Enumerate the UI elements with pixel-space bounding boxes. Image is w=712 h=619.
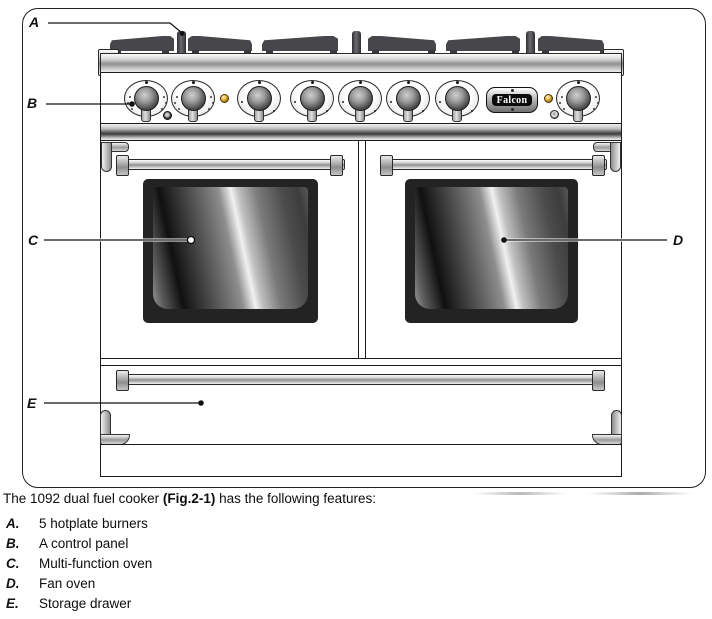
amber-indicator-light — [220, 94, 229, 103]
pan-support-wing — [110, 36, 174, 51]
knob-grip — [180, 86, 206, 111]
timer-indicator-light — [550, 110, 559, 119]
feature-item-c: C. Multi-function oven — [3, 553, 709, 573]
knob-tick-marks — [578, 99, 580, 101]
pan-support-wing — [262, 36, 338, 51]
handle-end-block — [116, 370, 129, 391]
pan-support-wing — [538, 36, 604, 51]
oven-control-knob-1 — [124, 80, 168, 122]
feature-text: Multi-function oven — [39, 555, 153, 571]
door-hinge-top-left — [101, 142, 112, 172]
feature-item-a: A. 5 hotplate burners — [3, 513, 709, 533]
badge-screw — [510, 89, 514, 92]
handle-end-block — [380, 155, 393, 176]
brand-badge: Falcon — [486, 87, 538, 113]
fan-oven-window — [405, 179, 578, 323]
plinth — [100, 444, 622, 477]
right-door-handle — [382, 159, 607, 170]
knob-tick-marks — [457, 99, 459, 101]
knob-tick-marks — [193, 99, 195, 101]
handle-end-block — [592, 370, 605, 391]
pan-support-wing — [446, 36, 520, 51]
scan-artifact — [585, 492, 695, 495]
knob-pointer-mark — [576, 81, 580, 84]
caption-post: has the following features: — [215, 491, 376, 506]
knob-grip — [133, 86, 159, 111]
pan-support-wing — [188, 36, 252, 51]
knob-tick-marks — [312, 99, 314, 101]
knob-tick-marks — [408, 99, 410, 101]
door-divider-line — [365, 141, 367, 358]
callout-label-a: A — [29, 14, 40, 30]
brand-badge-plate: Falcon — [492, 94, 532, 106]
feature-letter: C. — [6, 555, 20, 571]
trim-strip — [100, 123, 622, 141]
knob-grip — [395, 86, 421, 111]
badge-screw — [510, 108, 514, 111]
left-door-handle — [118, 159, 345, 170]
hotplate-knob-3 — [338, 80, 382, 122]
feature-letter: A. — [6, 515, 20, 531]
burner-post — [177, 31, 186, 53]
feature-item-d: D. Fan oven — [3, 573, 709, 593]
pan-support-wing — [368, 36, 436, 51]
hotplate-knob-1 — [237, 80, 281, 122]
knob-pointer-mark — [310, 81, 314, 84]
knob-grip — [299, 86, 325, 111]
handle-end-block — [592, 155, 605, 176]
figure-caption: The 1092 dual fuel cooker (Fig.2-1) has … — [3, 489, 709, 613]
callout-label-d: D — [673, 232, 684, 248]
door-divider-line — [358, 141, 360, 358]
knob-pointer-mark — [257, 81, 261, 84]
knob-grip — [347, 86, 373, 111]
amber-indicator-light — [544, 94, 553, 103]
callout-label-e: E — [27, 395, 37, 411]
hotplate-knob-5 — [435, 80, 479, 122]
door-hinge-top-right — [610, 142, 621, 172]
feature-item-b: B. A control panel — [3, 533, 709, 553]
oven-control-knob-2 — [171, 80, 215, 122]
drawer-handle — [118, 374, 605, 385]
knob-pointer-mark — [455, 81, 459, 84]
knob-pointer-mark — [144, 81, 148, 84]
handle-end-block — [330, 155, 343, 176]
oven-door-glass — [153, 187, 308, 309]
knob-pointer-mark — [191, 81, 195, 84]
feature-letter: B. — [6, 535, 20, 551]
feature-text: A control panel — [39, 535, 129, 551]
feature-text: Fan oven — [39, 575, 96, 591]
feature-text: Storage drawer — [39, 595, 132, 611]
feature-letter: E. — [6, 595, 19, 611]
callout-label-c: C — [28, 232, 39, 248]
knob-grip — [565, 86, 591, 111]
hotplate-knob-4 — [386, 80, 430, 122]
feature-letter: D. — [6, 575, 20, 591]
brand-logo-text: Falcon — [496, 94, 528, 106]
knob-grip — [246, 86, 272, 111]
oven-door-glass — [415, 187, 568, 309]
scan-artifact — [470, 492, 570, 495]
hotplate-knob-2 — [290, 80, 334, 122]
knob-tick-marks — [146, 99, 148, 101]
knob-tick-marks — [360, 99, 362, 101]
feature-item-e: E. Storage drawer — [3, 593, 709, 613]
burner-post — [352, 31, 361, 53]
callout-label-b: B — [27, 95, 38, 111]
caption-pre: The 1092 dual fuel cooker — [3, 491, 163, 506]
multi-function-oven-window — [143, 179, 318, 323]
hob-rail — [100, 53, 622, 73]
knob-tick-marks — [259, 99, 261, 101]
feature-text: 5 hotplate burners — [39, 515, 148, 531]
caption-title: The 1092 dual fuel cooker (Fig.2-1) has … — [3, 489, 709, 508]
oven-indicator-light — [163, 111, 172, 120]
knob-pointer-mark — [358, 81, 362, 84]
handle-end-block — [116, 155, 129, 176]
timer-knob — [556, 80, 600, 122]
knob-grip — [444, 86, 470, 111]
feature-list: A. 5 hotplate burners B. A control panel… — [3, 513, 709, 613]
figure-reference: (Fig.2-1) — [162, 491, 216, 506]
knob-pointer-mark — [406, 81, 410, 84]
burner-post — [526, 31, 535, 53]
